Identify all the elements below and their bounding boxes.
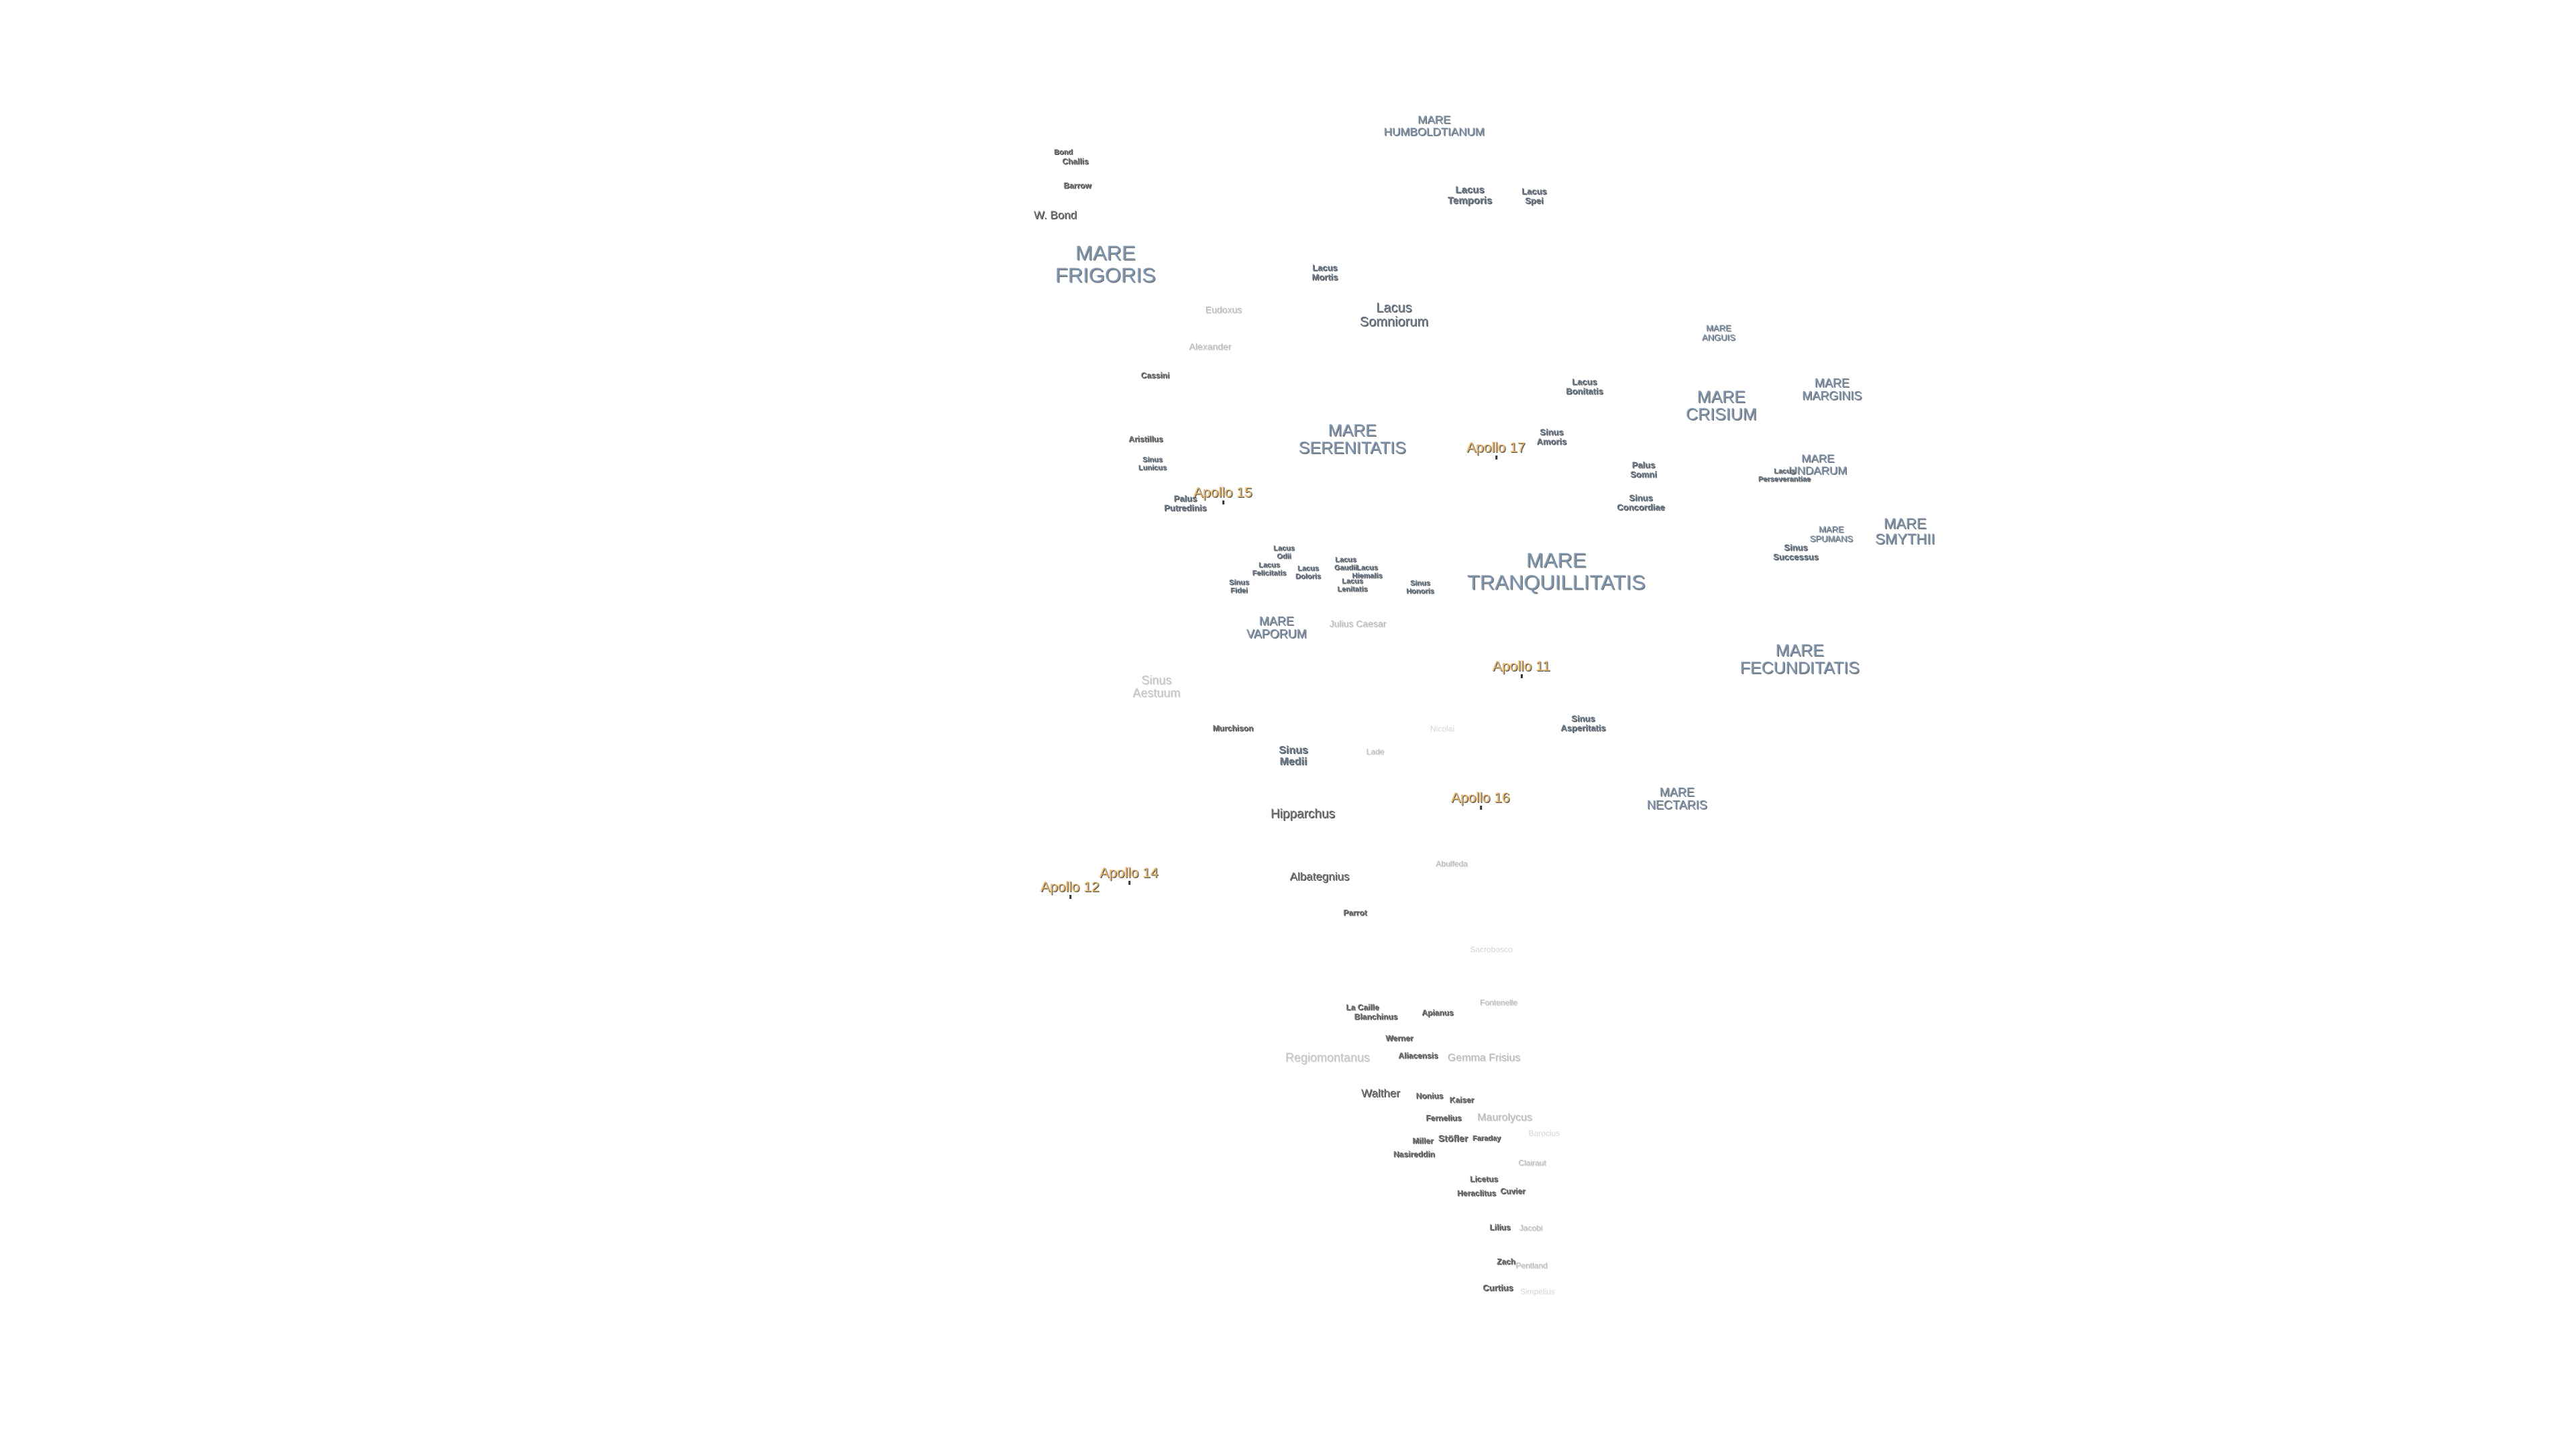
mare-smythii-label: MARE SMYTHII (1875, 515, 1935, 547)
crater-albategnius-label: Albategnius (1289, 870, 1350, 883)
lacus-odii-label: Lacus Odii (1273, 544, 1295, 560)
lacus-temporis-label: Lacus Temporis (1447, 184, 1493, 206)
crater-murchison-label: Murchison (1212, 723, 1254, 733)
crater-miller-label: Miller (1412, 1136, 1434, 1146)
apollo-12-site[interactable]: Apollo 12 (1040, 879, 1099, 900)
sinus-medii-label: Sinus Medii (1279, 745, 1308, 767)
crater-fernelius-label: Fernelius (1426, 1113, 1462, 1123)
crater-walther-label: Walther (1361, 1087, 1400, 1100)
crater-licetus-label: Licetus (1469, 1174, 1499, 1184)
apollo-14-site[interactable]: Apollo 14 (1099, 865, 1159, 885)
mare-vaporum-label: MARE VAPORUM (1246, 614, 1307, 641)
lacus-gaudii-label: Lacus Gaudii (1334, 555, 1358, 572)
lacus-bonitatis-label: Lacus Bonitatis (1566, 376, 1603, 396)
lacus-lenitatis-label: Lacus Lenitatis (1337, 577, 1368, 593)
crater-nonius-label: Nonius (1415, 1091, 1444, 1101)
sinus-aestuum-label: Sinus Aestuum (1132, 674, 1181, 700)
crater-aliacensis-label: Aliacensis (1398, 1051, 1438, 1061)
mare-crisium-label: MARE CRISIUM (1686, 387, 1757, 424)
crater-jacobi-label: Jacobi (1519, 1223, 1543, 1233)
sinus-asperitatis-label: Sinus Asperitatis (1560, 713, 1606, 733)
sinus-amoris-label: Sinus Amoris (1536, 427, 1567, 446)
sinus-concordiae-label: Sinus Concordiae (1617, 492, 1665, 512)
crater-stofler-label: Stöfler (1438, 1132, 1468, 1144)
crater-cuvier-label: Cuvier (1500, 1186, 1525, 1196)
crater-maurolycus-label: Maurolycus (1477, 1112, 1532, 1124)
apollo-11-site[interactable]: Apollo 11 (1492, 658, 1551, 679)
crater-fontenelle-label: Fontenelle (1479, 998, 1518, 1008)
lacus-hiemalis-label: Lacus Hiemalis (1352, 564, 1383, 580)
mare-serenitatis-label: MARE SERENITATIS (1298, 421, 1407, 458)
crater-apianus-label: Apianus (1421, 1008, 1454, 1018)
crater-eudoxus-label: Eudoxus (1205, 304, 1242, 315)
crater-gemma-frisius-label: Gemma Frisius (1447, 1052, 1521, 1064)
crater-faraday-label: Faraday (1472, 1134, 1501, 1143)
mare-anguis-label: MARE ANGUIS (1702, 323, 1735, 342)
crater-barocius-label: Barocius (1528, 1128, 1560, 1138)
crater-lade-label: Lade (1366, 747, 1385, 757)
crater-lilius-label: Lilius (1489, 1222, 1511, 1232)
crater-bond-label: Bond (1053, 148, 1073, 157)
lacus-spei-label: Lacus Spei (1521, 186, 1547, 205)
crater-la-caille-label: La Caille (1346, 1002, 1379, 1012)
crater-blanchinus-label: Blanchinus (1354, 1012, 1398, 1022)
crater-w-bond-label: W. Bond (1033, 209, 1077, 222)
lacus-somniorum-label: Lacus Somniorum (1359, 301, 1429, 329)
mare-spumans-label: MARE SPUMANS (1809, 524, 1854, 543)
mare-fecunditatis-label: MARE FECUNDITATIS (1739, 641, 1860, 678)
mare-marginis-label: MARE MARGINIS (1802, 376, 1862, 402)
lacus-perseverantiae-label: Lacus Perseverantiae (1758, 467, 1811, 483)
crater-barrow-label: Barrow (1063, 180, 1091, 191)
crater-curtius-label: Curtius (1483, 1283, 1513, 1293)
crater-nasireddin-label: Nasireddin (1393, 1149, 1436, 1159)
crater-zach-label: Zach (1496, 1256, 1516, 1267)
crater-werner-label: Werner (1385, 1033, 1413, 1043)
crater-parrot-label: Parrot (1343, 908, 1367, 918)
apollo-17-site[interactable]: Apollo 17 (1466, 439, 1525, 460)
palus-somni-label: Palus Somni (1630, 460, 1657, 479)
crater-abulfeda-label: Abulfeda (1436, 859, 1468, 869)
crater-regiomontanus-label: Regiomontanus (1285, 1051, 1371, 1065)
crater-heraclitus-label: Heraclitus (1456, 1188, 1497, 1198)
sinus-successus-label: Sinus Successus (1773, 542, 1819, 561)
mare-humboldtianum-label: MARE HUMBOLDTIANUM (1383, 113, 1485, 138)
crater-aristillus-label: Aristillus (1128, 434, 1163, 444)
mare-nectaris-label: MARE NECTARIS (1647, 786, 1707, 812)
palus-putredinis-label: Palus Putredinis (1164, 493, 1207, 513)
crater-pentland-label: Pentland (1515, 1260, 1548, 1271)
lacus-felicitatis-label: Lacus Felicitatis (1252, 561, 1287, 577)
sinus-fidei-label: Sinus Fidei (1229, 578, 1249, 594)
mare-tranquillitatis-label: MARE TRANQUILLITATIS (1467, 548, 1646, 594)
crater-challis-label: Challis (1062, 156, 1089, 166)
crater-hipparchus-label: Hipparchus (1270, 807, 1336, 822)
lacus-mortis-label: Lacus Mortis (1311, 262, 1338, 282)
crater-cassini-label: Cassini (1140, 370, 1170, 380)
crater-julius-caesar-label: Julius Caesar (1329, 618, 1387, 629)
crater-clairaut-label: Clairaut (1518, 1158, 1546, 1168)
sinus-lunicus-label: Sinus Lunicus (1138, 455, 1167, 472)
mare-frigoris-label: MARE FRIGORIS (1055, 241, 1156, 286)
sinus-honoris-label: Sinus Honoris (1406, 579, 1434, 595)
lacus-doloris-label: Lacus Doloris (1295, 564, 1321, 580)
apollo-16-site[interactable]: Apollo 16 (1451, 790, 1510, 810)
crater-simpelius-label: Simpelius (1519, 1287, 1556, 1297)
mare-undarum-label: MARE UNDARUM (1788, 452, 1847, 477)
crater-sacrobosco-label: Sacrobosco (1470, 945, 1513, 955)
crater-kaiser-label: Kaiser (1449, 1095, 1474, 1105)
crater-alexander-label: Alexander (1189, 341, 1232, 352)
crater-nicolai-label: Nicolai (1430, 724, 1455, 734)
apollo-15-site[interactable]: Apollo 15 (1193, 484, 1252, 505)
